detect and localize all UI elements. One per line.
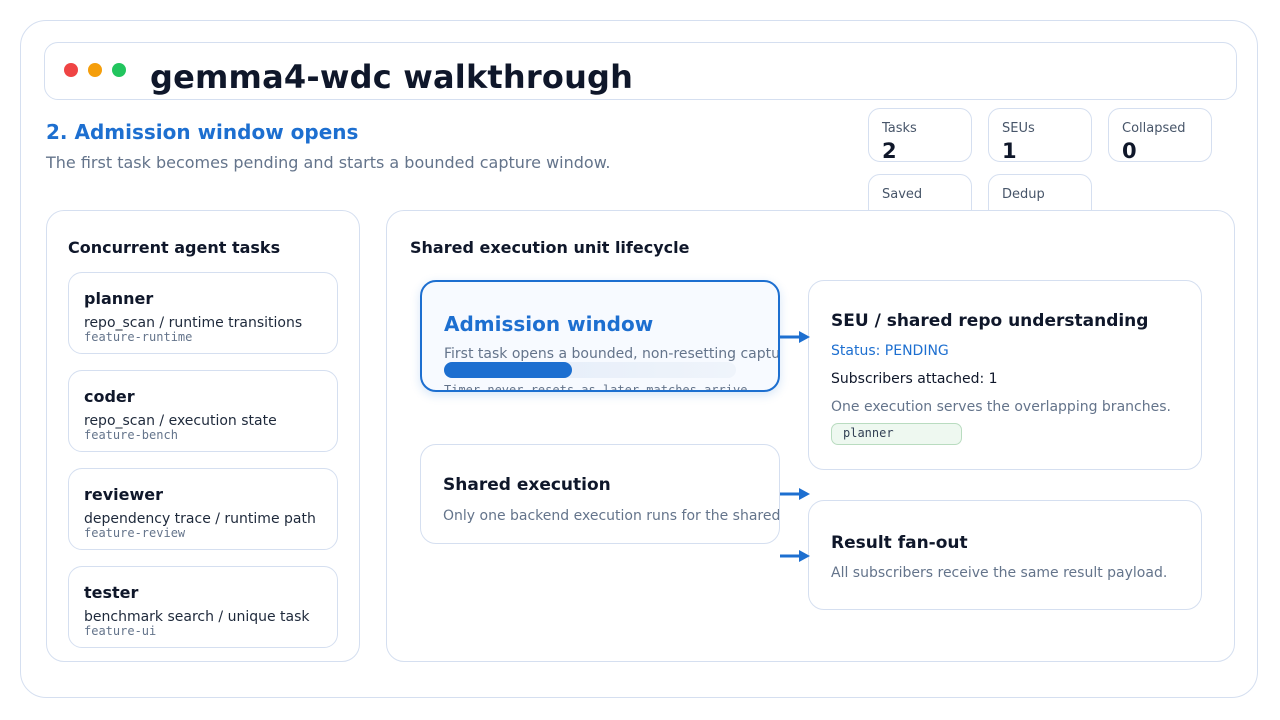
task-description: repo_scan / execution state (84, 413, 277, 429)
task-card-tester[interactable]: tester benchmark search / unique task fe… (68, 566, 338, 648)
task-card-reviewer[interactable]: reviewer dependency trace / runtime path… (68, 468, 338, 550)
arrow-right-icon (780, 487, 810, 501)
task-name: coder (84, 387, 135, 406)
app-title: gemma4-wdc walkthrough (150, 58, 634, 96)
shared-execution-description: Only one backend execution runs for the … (443, 508, 780, 524)
result-fanout-title: Result fan-out (831, 533, 968, 553)
task-name: reviewer (84, 485, 164, 504)
stat-value: 0 (1122, 139, 1137, 163)
shared-execution-card[interactable]: Shared execution Only one backend execut… (420, 444, 780, 544)
task-card-planner[interactable]: planner repo_scan / runtime transitions … (68, 272, 338, 354)
admission-window-title: Admission window (444, 312, 654, 336)
stat-collapsed: Collapsed 0 (1108, 108, 1212, 163)
task-description: repo_scan / runtime transitions (84, 315, 303, 331)
task-name: tester (84, 583, 139, 602)
shared-execution-title: Shared execution (443, 475, 611, 495)
task-name: planner (84, 289, 154, 308)
stat-tasks: Tasks 2 (868, 108, 972, 163)
admission-timer-note: Timer never resets as later matches arri… (444, 383, 755, 392)
arrow-right-icon (780, 549, 810, 563)
stat-label: Tasks (882, 121, 917, 136)
result-fanout-description: All subscribers receive the same result … (831, 565, 1168, 581)
maximize-window-dot[interactable] (112, 63, 126, 77)
task-branch: feature-review (84, 526, 186, 540)
admission-progress-track (444, 362, 736, 378)
task-description: benchmark search / unique task (84, 609, 310, 625)
tasks-panel-title: Concurrent agent tasks (68, 238, 281, 257)
task-branch: feature-bench (84, 428, 178, 442)
stat-label: SEUs (1002, 121, 1035, 136)
stat-label: Dedup (1002, 187, 1045, 202)
seu-subscribers: Subscribers attached: 1 (831, 371, 998, 387)
step-subtitle: The first task becomes pending and start… (46, 153, 611, 172)
task-branch: feature-runtime (84, 330, 193, 344)
stat-value: 2 (882, 139, 897, 163)
seu-description: One execution serves the overlapping bra… (831, 399, 1171, 415)
close-window-dot[interactable] (64, 63, 78, 77)
stat-label: Collapsed (1122, 121, 1186, 136)
title-bar (44, 42, 1237, 100)
admission-progress-fill (444, 362, 573, 378)
minimize-window-dot[interactable] (88, 63, 102, 77)
lifecycle-panel-title: Shared execution unit lifecycle (410, 238, 690, 257)
subscriber-chip-planner: planner (831, 423, 962, 445)
arrow-right-icon (780, 330, 810, 344)
admission-window-card[interactable]: Admission window First task opens a boun… (420, 280, 780, 392)
step-title: 2. Admission window opens (46, 120, 359, 144)
seu-status: Status: PENDING (831, 343, 949, 359)
stat-value: 1 (1002, 139, 1017, 163)
seu-card[interactable]: SEU / shared repo understanding Status: … (808, 280, 1202, 470)
result-fanout-card[interactable]: Result fan-out All subscribers receive t… (808, 500, 1202, 610)
task-card-coder[interactable]: coder repo_scan / execution state featur… (68, 370, 338, 452)
admission-window-description: First task opens a bounded, non-resettin… (444, 346, 780, 362)
task-description: dependency trace / runtime path (84, 511, 316, 527)
stat-label: Saved (882, 187, 923, 202)
seu-title: SEU / shared repo understanding (831, 311, 1149, 331)
task-branch: feature-ui (84, 624, 157, 638)
stat-seus: SEUs 1 (988, 108, 1092, 163)
